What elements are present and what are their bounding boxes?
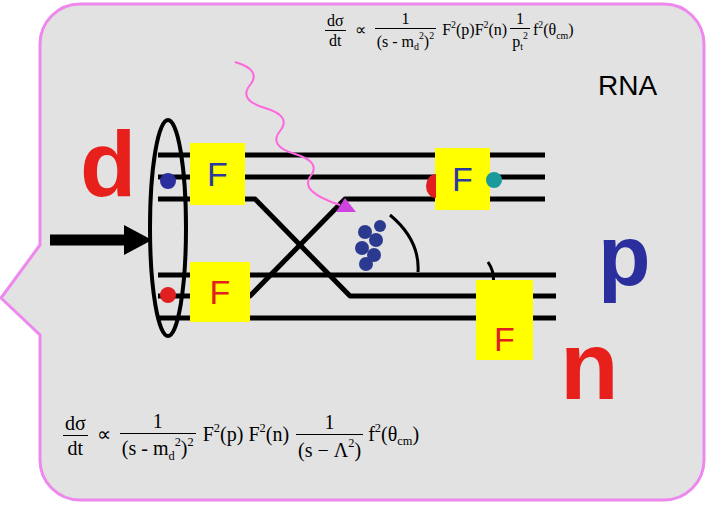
cross-section-formula: dσdt∝1(s - md2)2F2(p) F2(n)1(s − Λ2)f2(θ…: [60, 410, 419, 463]
formula-term: d: [168, 449, 174, 463]
formula-term: t: [520, 41, 523, 52]
speech-bubble: [1, 4, 704, 500]
formula-term: (s - m: [122, 437, 169, 459]
cross-section-formula: dσdt∝1(s - md2)2F2(p)F2(n)1pt2f2(θcm): [322, 10, 574, 53]
formula-term: 1: [325, 411, 335, 433]
fraction: 1 pt2: [510, 10, 530, 53]
fraction: 1 (s − Λ2): [296, 411, 363, 461]
formula-term: dt: [329, 32, 341, 49]
formula-term: ): [354, 439, 361, 461]
form-factor-label: F: [210, 275, 231, 309]
formula-term: 1: [153, 410, 163, 432]
formula-term: 2: [348, 436, 354, 450]
formula-term: cm: [397, 434, 412, 448]
form-factor-box: F: [190, 262, 250, 322]
formula-term: d: [414, 41, 419, 52]
formula-term: 2: [188, 435, 194, 449]
formula-term: cm: [556, 30, 568, 41]
formula-term: (n): [489, 21, 508, 38]
particle-label: d: [80, 118, 136, 210]
form-factor-label: F: [452, 162, 473, 196]
formula-term: (n): [266, 423, 289, 445]
formula-term: dt: [68, 437, 84, 459]
formula-term: 1: [401, 10, 409, 27]
formula-term: F: [203, 423, 214, 445]
formula-term: 2: [523, 30, 528, 41]
model-name: RNA: [598, 72, 657, 100]
formula-term: (θ: [381, 423, 397, 445]
form-factor-label: F: [207, 157, 228, 191]
formula-term: f: [368, 423, 375, 445]
formula-term: 2: [375, 421, 381, 435]
form-factor-label: F: [494, 322, 515, 356]
particle-label: n: [560, 318, 619, 414]
formula-term: ∝: [355, 21, 366, 38]
formula-term: 2: [214, 421, 220, 435]
formula-term: ): [181, 437, 188, 459]
formula-term: 2: [451, 19, 456, 30]
form-factor-box: F: [190, 143, 245, 205]
particle-label: p: [598, 212, 651, 298]
formula-term: 2: [538, 19, 543, 30]
fraction: dσ dt: [63, 412, 88, 460]
form-factor-box: F: [435, 148, 490, 210]
formula-term: ): [568, 21, 573, 38]
formula-term: (s - m: [377, 33, 414, 50]
formula-term: f: [533, 21, 538, 38]
formula-term: (p)F: [456, 21, 484, 38]
formula-term: 1: [516, 10, 524, 27]
formula-term: ): [424, 33, 429, 50]
fraction: 1 (s - md2)2: [375, 10, 437, 53]
formula-term: (θ: [543, 21, 556, 38]
formula-term: 2: [175, 435, 181, 449]
formula-term: 2: [260, 421, 266, 435]
formula-term: F: [442, 21, 451, 38]
formula-term: ∝: [97, 423, 111, 445]
formula-term: 2: [484, 19, 489, 30]
form-factor-box: F: [476, 280, 533, 360]
formula-term: p: [512, 33, 520, 50]
formula-term: 2: [419, 30, 424, 41]
formula-term: 2: [429, 30, 434, 41]
formula-term: (p) F: [220, 423, 259, 445]
formula-term: dσ: [327, 12, 344, 29]
fraction: dσ dt: [325, 12, 346, 51]
formula-term: dσ: [65, 412, 86, 434]
formula-term: (s − Λ: [298, 439, 348, 461]
formula-term: ): [412, 423, 419, 445]
fraction: 1 (s - md2)2: [120, 410, 196, 463]
